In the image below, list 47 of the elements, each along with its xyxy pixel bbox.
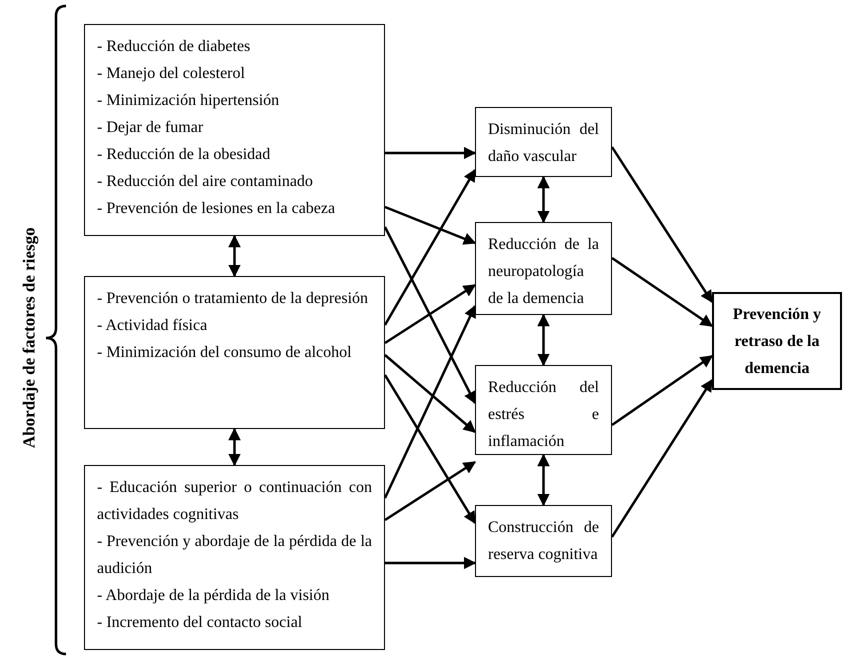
process-box — [475, 365, 612, 455]
box-text: Reducción del estrés e inflamación — [488, 378, 599, 452]
box-text: Construcción de reserva cognitiva — [488, 518, 599, 565]
list-item: - Abordaje de la pérdida de la visión — [97, 586, 330, 606]
list-item: - Prevención de lesiones en la cabeza — [97, 199, 336, 219]
arrow — [384, 374, 476, 524]
arrow — [611, 354, 714, 426]
arrow — [228, 234, 241, 278]
arrow — [384, 226, 476, 404]
list-item: - Prevención y abordaje de la pérdida de la audición — [97, 532, 372, 579]
arrow — [384, 284, 476, 344]
arrow — [384, 460, 476, 522]
list-item: - Reducción de la obesidad — [97, 145, 272, 165]
side-label: Abordaje de factores de riesgo — [18, 228, 40, 448]
list-item: - Incremento del contacto social — [97, 613, 304, 633]
list-item: - Manejo del colesterol — [97, 64, 246, 84]
box-text: Disminución del daño vascular — [488, 120, 599, 167]
arrow — [384, 206, 476, 245]
list-item: - Reducción de diabetes — [97, 37, 252, 57]
process-box — [475, 222, 612, 315]
process-box — [712, 292, 842, 390]
list-item: - Actividad física — [97, 316, 208, 336]
arrow — [537, 314, 550, 366]
process-box — [84, 465, 385, 650]
list-item: - Prevención o tratamiento de la depresión — [97, 289, 370, 309]
arrow — [384, 354, 476, 433]
list-item: - Educación superior o continuación con actividades cognitivas — [97, 478, 372, 525]
arrow — [537, 454, 550, 506]
arrow — [610, 146, 714, 304]
process-box — [475, 505, 612, 577]
arrow — [610, 378, 714, 538]
list-item: - Dejar de fumar — [97, 118, 204, 138]
arrow — [385, 146, 476, 160]
arrow — [385, 556, 476, 570]
arrow — [384, 168, 476, 326]
box-text: Prevención y retraso de la demencia — [732, 304, 822, 378]
list-item: - Minimización del consumo de alcohol — [97, 343, 353, 363]
arrow — [228, 428, 241, 466]
process-box — [475, 107, 612, 177]
list-item: - Reducción del aire contaminado — [97, 172, 314, 192]
box-text: Reducción de la neuropatología de la demencia — [488, 235, 599, 309]
arrow — [611, 256, 714, 328]
arrow — [537, 176, 550, 224]
process-box — [84, 276, 385, 429]
list-item: - Minimización hipertensión — [97, 91, 280, 111]
arrow — [384, 304, 476, 499]
process-box — [84, 24, 385, 236]
